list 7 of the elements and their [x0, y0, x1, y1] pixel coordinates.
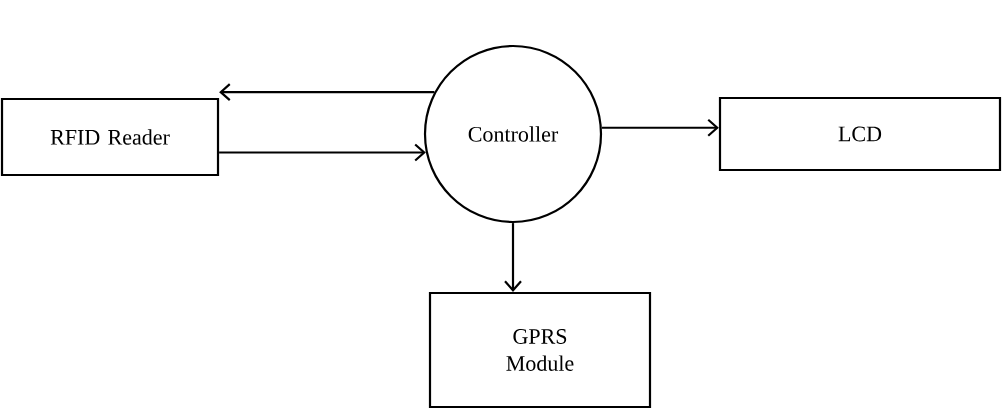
block-box: GPRS Module	[428, 291, 652, 409]
arrow	[504, 223, 522, 292]
arrow	[601, 118, 719, 137]
block-box: RFID Reader	[0, 97, 220, 177]
arrow	[219, 83, 435, 101]
block-box: LCD	[718, 96, 1002, 172]
arrow	[219, 143, 426, 162]
